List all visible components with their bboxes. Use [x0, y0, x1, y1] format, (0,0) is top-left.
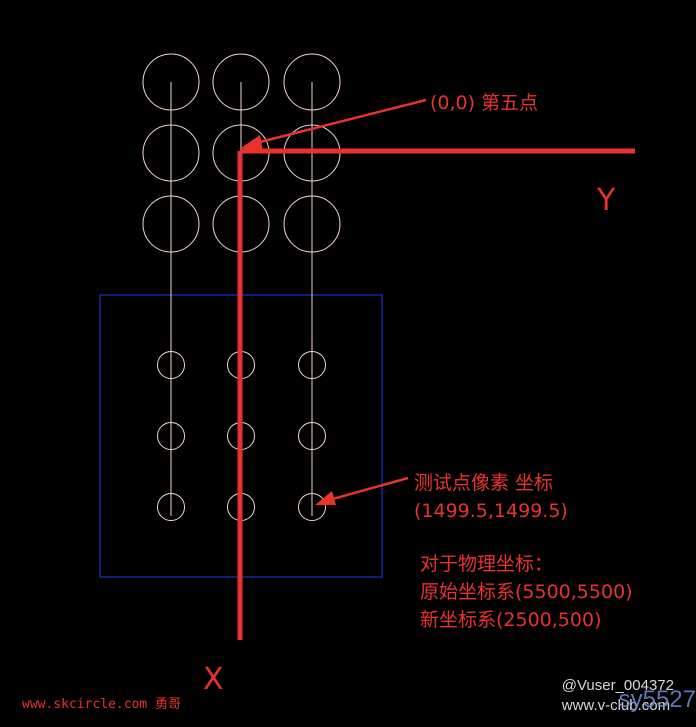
- small-circle: [298, 493, 326, 521]
- test-point-annotation: 测试点像素 坐标 (1499.5,1499.5): [414, 469, 568, 525]
- origin-arrow: [241, 98, 427, 151]
- physical-coords-annotation: 对于物理坐标： 原始坐标系(5500,5500) 新坐标系(2500,500): [420, 550, 633, 634]
- original-coords: 原始坐标系(5500,5500): [420, 581, 633, 603]
- coordinate-axes: [237, 148, 635, 640]
- watermark-vclub: @Vuser_004372 www.v-club.com sy5527: [561, 676, 696, 716]
- physical-title: 对于物理坐标：: [420, 553, 554, 575]
- large-circle: [142, 195, 200, 253]
- large-circle: [283, 195, 341, 253]
- test-point-title: 测试点像素 坐标: [414, 472, 554, 494]
- large-circle: [283, 53, 341, 111]
- small-circle: [157, 351, 185, 379]
- watermark-tail: sy5527: [618, 686, 696, 713]
- watermark-user: @Vuser_004372: [561, 677, 674, 694]
- test-point-arrow: [315, 476, 409, 505]
- new-coords: 新坐标系(2500,500): [420, 609, 602, 631]
- y-axis-label: Y: [597, 183, 616, 218]
- small-circle: [157, 493, 185, 521]
- large-circle: [212, 53, 270, 111]
- watermark-site: www.v-club.com: [561, 697, 671, 714]
- test-point-coords: (1499.5,1499.5): [414, 500, 568, 522]
- origin-label: (0,0) 第五点: [430, 92, 539, 114]
- small-circle: [298, 422, 326, 450]
- x-axis-label: X: [203, 662, 224, 697]
- watermark-skcircle: www.skcircle.com 勇哥: [22, 697, 182, 712]
- small-circle: [298, 351, 326, 379]
- small-circle: [157, 422, 185, 450]
- large-circle: [142, 53, 200, 111]
- large-circle: [142, 124, 200, 182]
